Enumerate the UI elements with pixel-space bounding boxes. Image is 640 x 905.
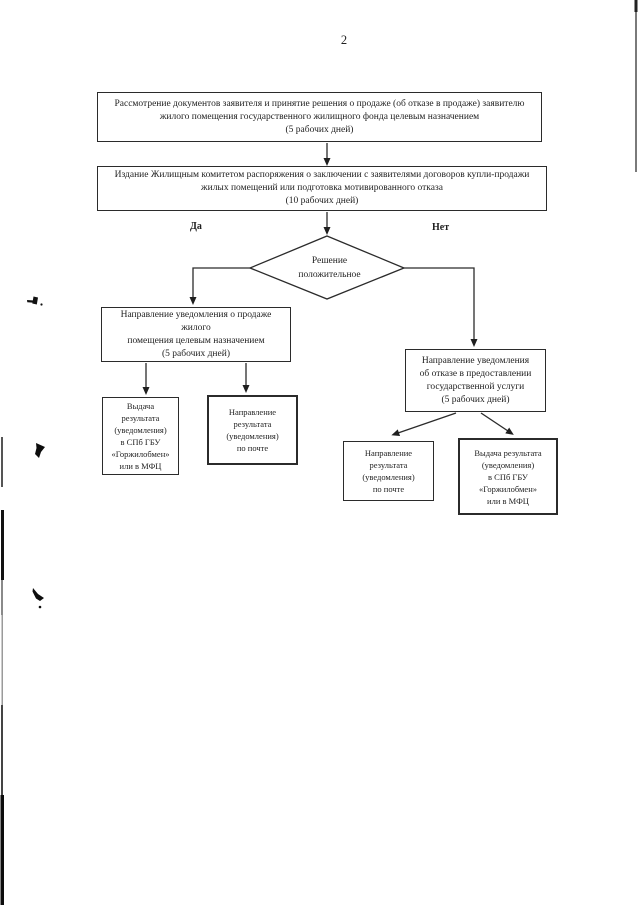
arrow-notify-refusal-to-issue-result	[480, 412, 514, 435]
scan-edge-line-right	[634, 0, 638, 172]
ink-blot-mark-middle	[35, 443, 45, 458]
decision-yes-label: Да	[190, 221, 202, 232]
flowchart-step-committee-order: Издание Жилищным комитетом распоряжения …	[97, 166, 547, 211]
decision-diamond-label: Решение положительное	[298, 256, 361, 280]
flowchart-step-no-issue-result: Выдача результата (уведомления) в СПб ГБ…	[458, 438, 558, 515]
notify-refusal-text: Направление уведомления об отказе в пред…	[419, 355, 532, 405]
scan-edge-line-left	[0, 437, 4, 905]
step-order-text: Издание Жилищным комитетом распоряжения …	[114, 170, 530, 206]
yes-mail-result-text: Направление результата (уведомления) по …	[226, 407, 279, 453]
flowchart-step-yes-issue-result: Выдача результата (уведомления) в СПб ГБ…	[102, 397, 179, 475]
yes-issue-result-text: Выдача результата (уведомления) в СПб ГБ…	[111, 401, 170, 471]
ink-smudge-mark-top	[27, 296, 43, 306]
arrow-notify-refusal-to-mail-result	[391, 412, 457, 436]
arrow-decision-yes-to-notify-sale	[189, 267, 250, 305]
notify-sale-text: Направление уведомления о продаже жилого…	[120, 309, 272, 359]
no-mail-result-text: Направление результата (уведомления) по …	[362, 448, 415, 494]
arrow-decision-no-to-notify-refusal	[404, 267, 478, 347]
decision-diamond-outline	[248, 235, 406, 300]
no-issue-result-text: Выдача результата (уведомления) в СПб ГБ…	[474, 447, 542, 506]
step-review-text: Рассмотрение документов заявителя и прин…	[114, 98, 525, 135]
flowchart-step-review-documents: Рассмотрение документов заявителя и прин…	[97, 92, 542, 142]
page-number: 2	[340, 33, 348, 47]
flowchart-step-no-mail-result: Направление результата (уведомления) по …	[343, 441, 434, 501]
flowchart-step-yes-mail-result: Направление результата (уведомления) по …	[207, 395, 298, 465]
flowchart-step-notify-refusal: Направление уведомления об отказе в пред…	[405, 349, 546, 412]
decision-no-label: Нет	[432, 222, 450, 233]
flowchart-step-notify-sale: Направление уведомления о продаже жилого…	[101, 307, 291, 362]
ink-comma-mark-lower	[32, 588, 44, 609]
